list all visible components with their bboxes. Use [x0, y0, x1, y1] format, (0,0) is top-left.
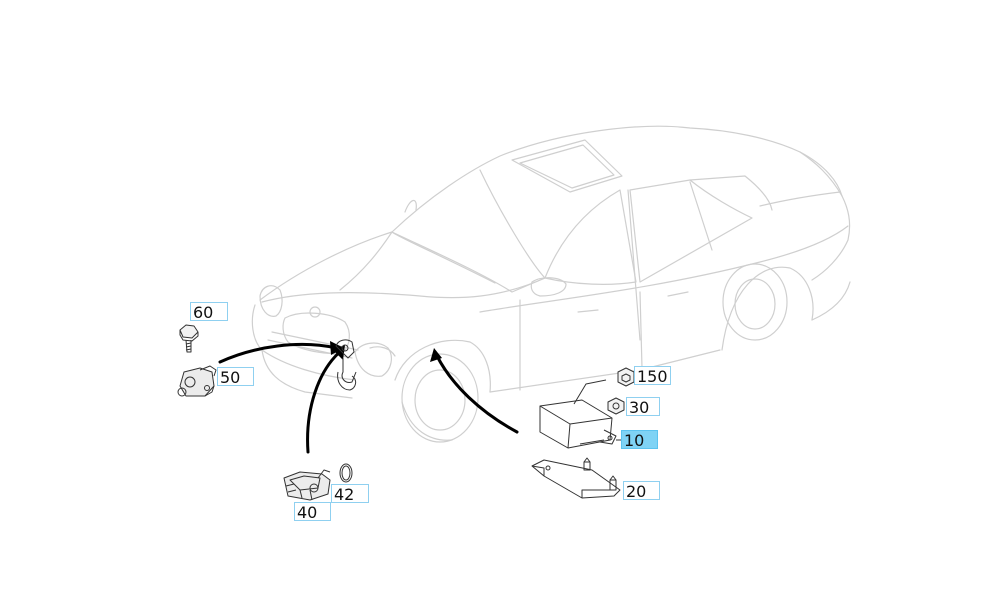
arrow-to-headlamp-left — [218, 342, 338, 364]
control-unit-part — [539, 379, 617, 449]
bolt-part — [179, 324, 199, 353]
callout-42[interactable]: 42 — [331, 484, 369, 504]
nut-part-30 — [607, 397, 625, 415]
sensor-part-50 — [177, 365, 217, 397]
pointer-arrows — [218, 342, 519, 454]
callout-30[interactable]: 30 — [626, 397, 660, 417]
callout-60[interactable]: 60 — [190, 302, 228, 322]
bracket-part-20 — [531, 457, 621, 499]
callout-150[interactable]: 150 — [634, 366, 671, 386]
callout-50[interactable]: 50 — [217, 367, 254, 387]
callout-10[interactable]: 10 — [621, 430, 658, 450]
headlamp-sensor-on-car — [335, 339, 357, 391]
nut-part-150 — [617, 367, 635, 387]
callout-40[interactable]: 40 — [294, 502, 331, 522]
o-ring-part — [339, 463, 353, 483]
arrow-to-front-wheel — [435, 354, 519, 434]
callout-20[interactable]: 20 — [623, 481, 660, 501]
arrow-to-headlamp-bottom — [306, 348, 344, 454]
car-illustration — [251, 125, 851, 443]
switch-part-40 — [283, 469, 331, 501]
